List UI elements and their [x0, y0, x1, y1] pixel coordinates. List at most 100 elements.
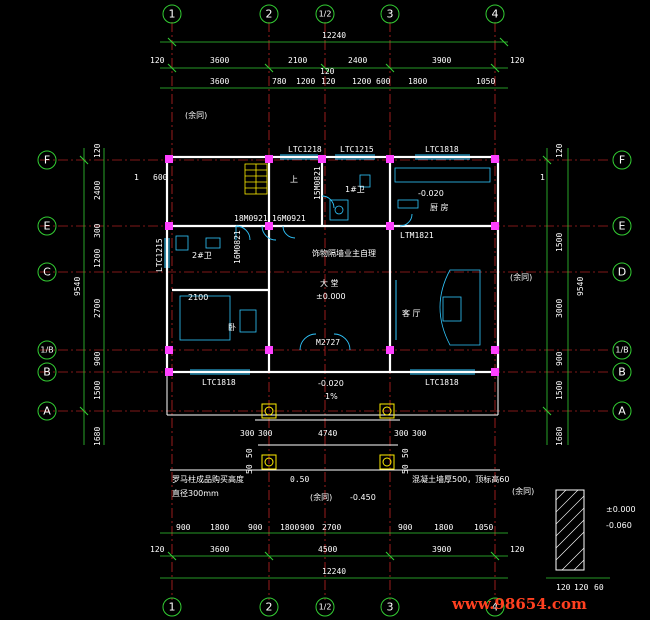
dimension-lines — [79, 37, 569, 579]
furniture — [175, 167, 491, 346]
dim-bot-r2-1: 4500 — [318, 545, 337, 554]
section-note: (余同) — [512, 486, 534, 496]
dim-bot-r1-3: 1800 — [280, 523, 299, 532]
bubble-bottom-2: 2 — [266, 601, 273, 614]
bubble-left-E: E — [44, 220, 51, 233]
note-yutong-right: (余同) — [510, 272, 532, 282]
tag-15m0821: 15M0821 — [313, 166, 322, 200]
dim-bot-r1-5: 2700 — [322, 523, 341, 532]
tag-16m0921: 16M0921 — [272, 214, 306, 223]
dim-bot-total: 12240 — [322, 567, 346, 576]
dim-right-2: 3000 — [555, 299, 564, 318]
dim-top-r2-6: 1050 — [476, 77, 495, 86]
tag-ltc1818-top: LTC1818 — [425, 145, 459, 154]
section-dim-2: 60 — [594, 583, 604, 592]
tag-ltm1821: LTM1821 — [400, 231, 434, 240]
dim-top-120-extra: 120 — [320, 67, 335, 76]
note-pillar-diameter: 直径300mm — [172, 488, 219, 498]
dim-left-2: 300 — [93, 223, 102, 238]
dim-left-total: 9540 — [73, 277, 82, 296]
dim-bot-120-right: 120 — [510, 545, 525, 554]
porch-dim-1: 300 — [258, 429, 273, 438]
dim-top-r2-3: 1200 — [352, 77, 371, 86]
dim-bot-r1-6: 900 — [398, 523, 413, 532]
dim-top-r1-2: 2400 — [348, 56, 367, 65]
dim-right-1: 1500 — [555, 233, 564, 252]
bubble-top-1: 1 — [169, 8, 176, 21]
dim-bot-r1-0: 900 — [176, 523, 191, 532]
bubble-left-B: B — [43, 366, 51, 379]
note-decor-wall: 饰物隔墙业主自理 — [312, 248, 376, 258]
dim-left-7: 1680 — [93, 427, 102, 446]
bubble-right-A: A — [618, 405, 626, 418]
dim-bot-r1-2: 900 — [248, 523, 263, 532]
dim-right-total: 9540 — [576, 277, 585, 296]
section-dim-1: 120 — [574, 583, 589, 592]
site-watermark: www.98654.com — [451, 595, 587, 613]
tag-m2727: M2727 — [316, 338, 340, 347]
left-dimensions: 120 2400 300 1200 2700 900 1500 1680 954… — [73, 143, 102, 446]
dim-bot-r1-1: 1800 — [210, 523, 229, 532]
dim-right-0: 120 — [555, 143, 564, 158]
room-wc1: 1#卫 — [345, 185, 365, 194]
columns — [165, 155, 499, 376]
dim-right-3: 900 — [555, 351, 564, 366]
left-bubbles — [37, 150, 57, 421]
dim-2100: 2100 — [188, 293, 208, 302]
bubble-bottom-5: 4 — [492, 601, 499, 614]
room-labels: 1#卫 2#卫 厨 房 -0.020 大 堂 ±0.000 卧 客 厅 上 21… — [134, 110, 545, 502]
note-elev-step: -0.450 — [350, 493, 376, 502]
right-bubbles — [612, 150, 632, 421]
tag-ltc1218: LTC1218 — [288, 145, 322, 154]
dim-top-r1-1: 2100 — [288, 56, 307, 65]
bubble-right-B: B — [618, 366, 626, 379]
dim-right-5: 1680 — [555, 427, 564, 446]
dim-bot-r1-7: 1800 — [434, 523, 453, 532]
porch-dim-2: 4740 — [318, 429, 337, 438]
porch-dim-3: 300 — [394, 429, 409, 438]
note-yutong-top: (余同) — [185, 110, 207, 120]
section-elev2: -0.060 — [606, 521, 632, 530]
dim-top-r2-5: 1800 — [408, 77, 427, 86]
dim-left-5: 900 — [93, 351, 102, 366]
room-bed: 卧 — [228, 323, 236, 332]
dim-left-4: 2700 — [93, 299, 102, 318]
porch-dimensions: 300 300 4740 300 300 0.50 50 50 50 50 — [240, 429, 427, 484]
axis-lines — [40, 22, 610, 600]
porch-side-3: 50 — [401, 464, 410, 474]
tag-ltc1215-left: LTC1215 — [155, 238, 164, 272]
dim-bot-r2-0: 3600 — [210, 545, 229, 554]
dim-top-120-left: 120 — [150, 56, 165, 65]
bubble-left-F: F — [44, 154, 50, 167]
dim-top-r2-2: 120 — [321, 77, 336, 86]
bubble-top-4: 3 — [387, 8, 394, 21]
top-bubbles — [162, 4, 505, 24]
porch-side-2: 50 — [401, 448, 410, 458]
porch-half: 0.50 — [290, 475, 309, 484]
elev-porch: -0.020 — [318, 379, 344, 388]
windows — [164, 154, 475, 375]
bubble-labels: 1 2 1/2 3 4 1 2 1/2 3 4 F E C 1/B B A F … — [40, 8, 628, 614]
porch-dim-4: 300 — [412, 429, 427, 438]
tag-ltc1818-br: LTC1818 — [425, 378, 459, 387]
dim-bot-r2-2: 3900 — [432, 545, 451, 554]
section-detail: (余同) ±0.000 -0.060 120 120 60 — [512, 486, 636, 592]
tag-16m0821: 16M0821 — [233, 230, 242, 264]
dim-top-r2-4: 600 — [376, 77, 391, 86]
section-elev: ±0.000 — [606, 505, 636, 514]
dim-stair-600: 600 — [153, 173, 168, 182]
dim-bot-r1-4: 900 — [300, 523, 315, 532]
right-dimensions: 120 1500 3000 900 1500 1680 9540 — [555, 143, 585, 446]
dim-right-4: 1500 — [555, 381, 564, 400]
bubble-right-F: F — [619, 154, 625, 167]
bubble-left-A: A — [43, 405, 51, 418]
bubble-left-C: C — [43, 266, 51, 279]
bubble-right-1B: 1/B — [615, 346, 628, 355]
dim-top-r2-1: 1200 — [296, 77, 315, 86]
dim-top-r1-0: 3600 — [210, 56, 229, 65]
dim-left-1: 2400 — [93, 181, 102, 200]
dim-top-r2-3600: 3600 — [210, 77, 229, 86]
bubble-bottom-4: 3 — [387, 601, 394, 614]
